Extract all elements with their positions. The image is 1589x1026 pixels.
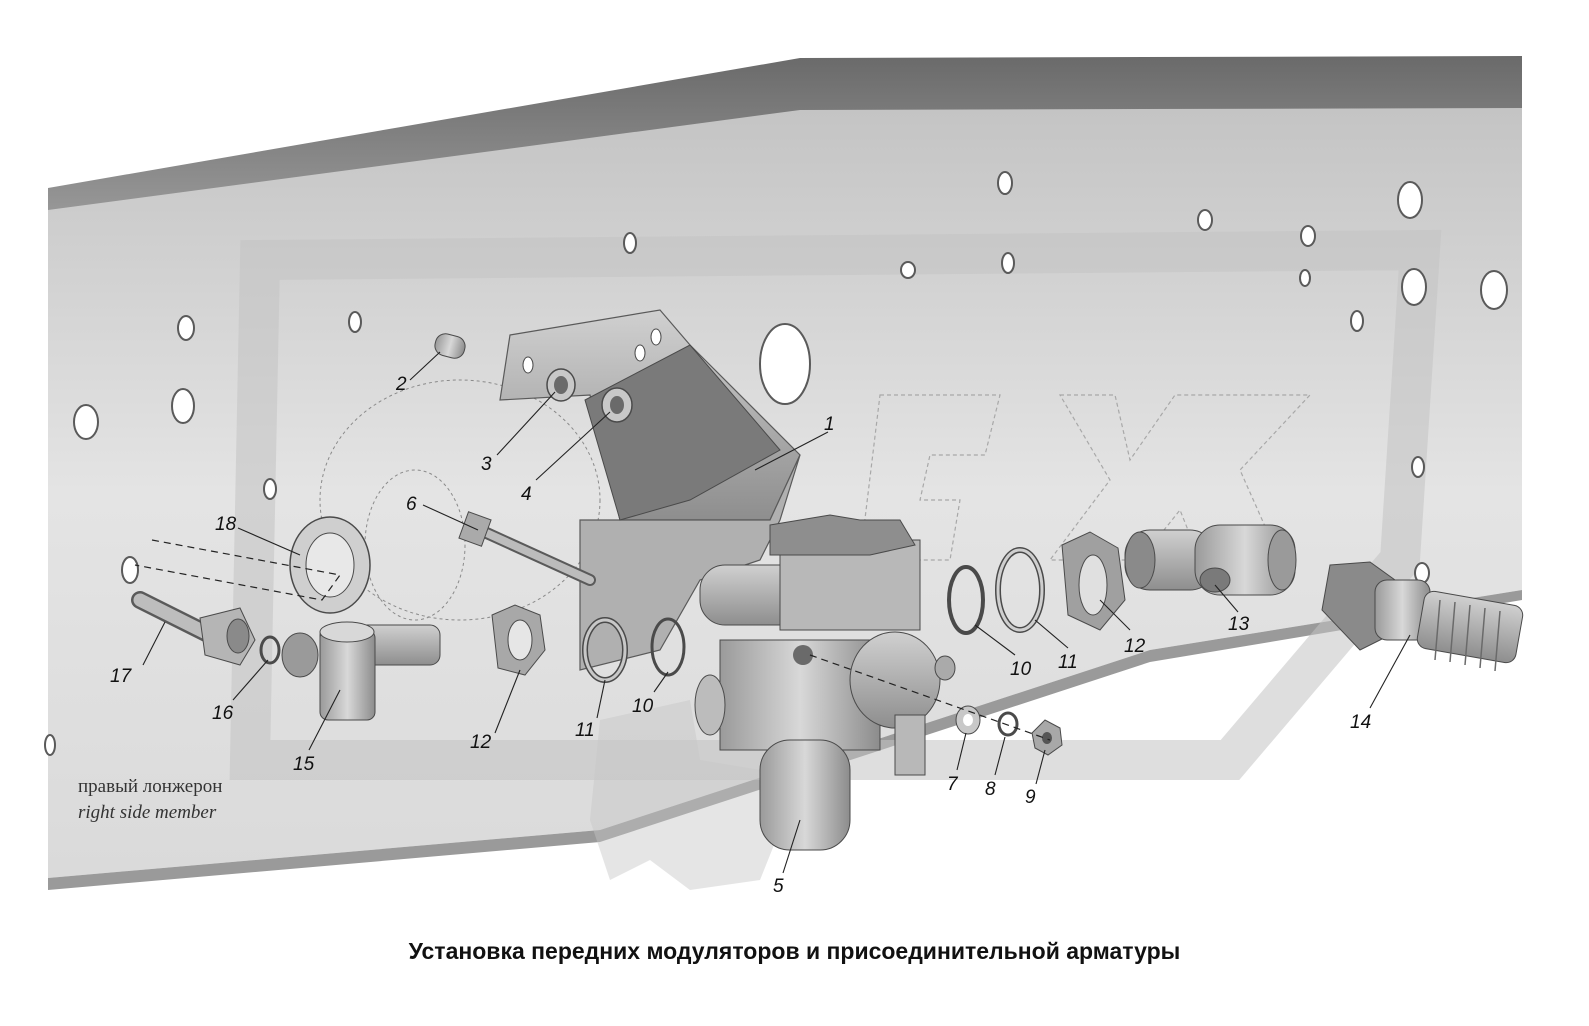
callout-2: 2 [395, 374, 407, 395]
bushing-part-4 [601, 387, 633, 423]
callout-1: 1 [824, 414, 835, 435]
nut-part-12-left [491, 604, 546, 676]
callout-8: 8 [985, 779, 996, 800]
callout-11-left: 11 [575, 720, 595, 741]
callout-10-right: 10 [1010, 659, 1032, 680]
callout-4: 4 [521, 484, 532, 505]
frame-label-ru: правый лонжерон [78, 776, 222, 797]
callout-11-right: 11 [1058, 652, 1078, 673]
frame-label: правый лонжерон right side member [78, 776, 222, 823]
callout-12-left: 12 [470, 732, 492, 753]
pipe-part-17 [131, 591, 256, 666]
callout-7: 7 [947, 774, 959, 795]
callout-13: 13 [1228, 614, 1250, 635]
callout-10-left: 10 [632, 696, 654, 717]
callout-6: 6 [406, 494, 417, 515]
callout-16: 16 [212, 703, 234, 724]
bolt-part-6 [458, 511, 596, 586]
callout-12-right: 12 [1124, 636, 1146, 657]
watermark-logo [229, 229, 1442, 780]
frame-label-en: right side member [78, 802, 217, 823]
elbow-part-15 [281, 621, 441, 721]
dowel-part-2 [434, 333, 466, 359]
bracket-part-1 [499, 309, 801, 671]
lockwasher-part-8 [997, 711, 1019, 737]
seal-part-16 [259, 635, 281, 665]
seal-part-10-right [947, 565, 985, 635]
nut-part-9 [1031, 719, 1063, 756]
callout-15: 15 [293, 754, 315, 775]
callout-18: 18 [215, 514, 237, 535]
figure-caption: Установка передних модуляторов и присоед… [408, 938, 1181, 964]
fitting-part-14 [1321, 561, 1524, 672]
callout-5: 5 [773, 876, 784, 897]
connector-part-13 [1124, 524, 1297, 596]
seal-part-10-left [650, 617, 686, 677]
washer-part-7 [955, 705, 981, 735]
callout-3: 3 [481, 454, 492, 475]
washer-part-18 [289, 516, 371, 614]
watermark-gear [590, 700, 780, 890]
callout-17: 17 [110, 666, 133, 687]
callout-9: 9 [1025, 787, 1036, 808]
leader-lines [142, 351, 1411, 874]
seal-part-11-right [995, 547, 1045, 633]
modulator-part-5 [694, 514, 956, 851]
callout-14: 14 [1350, 712, 1371, 733]
assembly-lines [134, 539, 1051, 741]
frame-holes [44, 171, 1508, 756]
callouts: 1 2 3 4 5 6 7 8 9 10 10 11 11 12 12 13 1… [110, 374, 1371, 897]
